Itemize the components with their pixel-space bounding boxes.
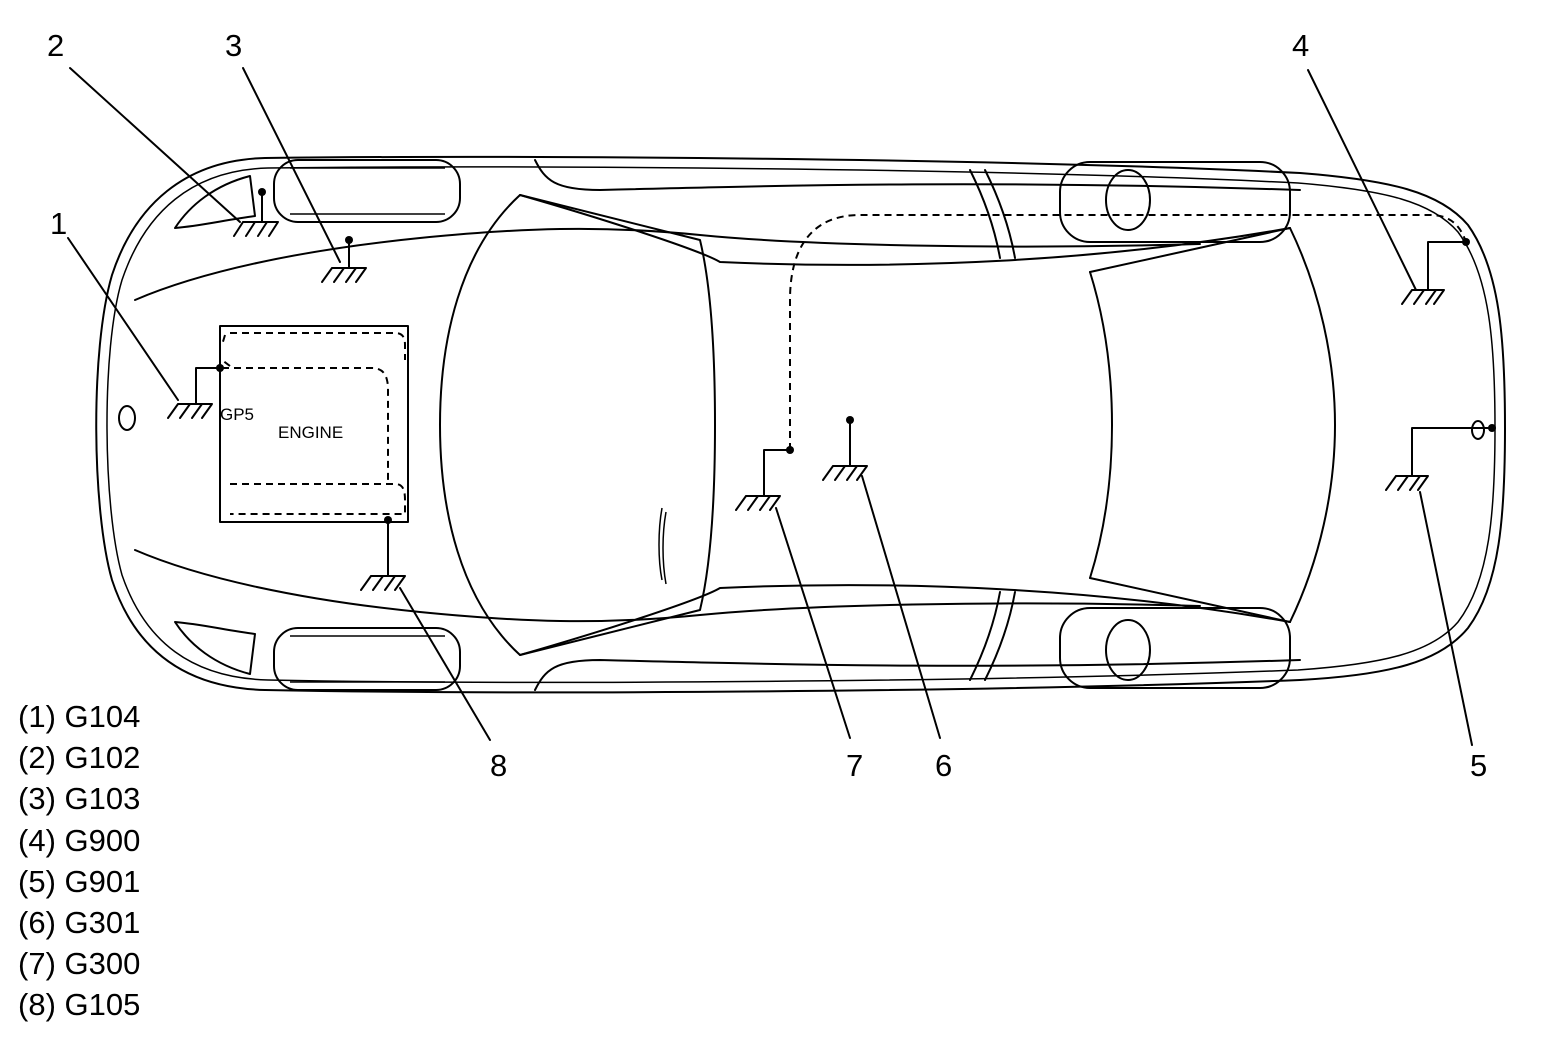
ground-legend: (1) G104 (2) G102 (3) G103 (4) G900 (5) … [18,696,140,1026]
ground-g103-symbol [321,236,367,283]
legend-item: (5) G901 [18,863,141,899]
callout-4: 4 [1292,28,1309,63]
legend-item: (7) G300 [18,946,141,982]
ground-g105-symbol [360,516,406,591]
ground-symbols: GP5 [167,188,1496,591]
callout-6: 6 [935,748,952,783]
callout-numbers: 1 2 3 4 5 6 7 8 [47,28,1487,783]
callout-5: 5 [1470,748,1487,783]
legend-item: (1) G104 [18,699,141,734]
engine-label: ENGINE [278,423,343,442]
legend-item: (3) G103 [18,781,141,817]
ground-g900-symbol [1401,238,1470,305]
splice-gp5-label: GP5 [220,405,254,424]
ground-g104-symbol: GP5 [167,364,254,424]
ground-g301-symbol [822,416,868,481]
callout-2: 2 [47,28,64,63]
ground-g901-symbol [1385,424,1496,491]
callout-7: 7 [846,748,863,783]
callout-3: 3 [225,28,242,63]
callout-leaders [67,67,1473,746]
legend-item: (2) G102 [18,740,141,776]
callout-8: 8 [490,748,507,783]
ground-g102-symbol [233,188,279,237]
legend-item: (4) G900 [18,822,141,858]
legend-item: (8) G105 [18,987,141,1023]
ground-g300-symbol [735,446,794,511]
legend-item: (6) G301 [18,904,141,940]
engine-compartment: ENGINE [219,325,409,523]
callout-1: 1 [50,206,67,241]
